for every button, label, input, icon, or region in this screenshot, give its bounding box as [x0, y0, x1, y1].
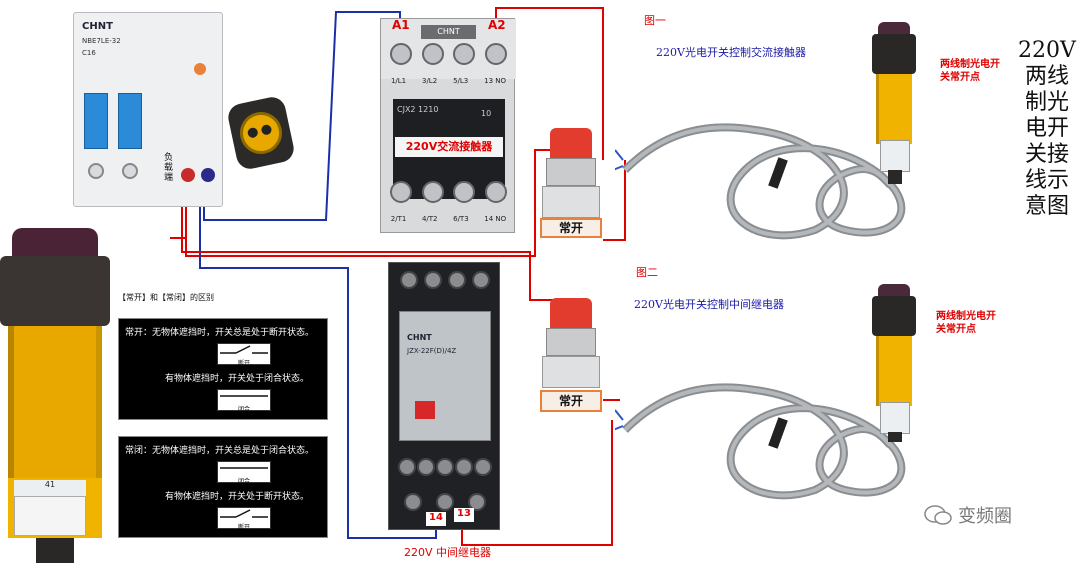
switch-nc-open-icon: 断开 [217, 507, 271, 531]
contactor-model: CJX2 1210 [397, 105, 439, 114]
photoelectric-sensor-1 [872, 22, 916, 184]
legend-no-line2: 有物体遮挡时，开关处于闭合状态。 [165, 374, 310, 384]
push-button-1[interactable]: 常开 [540, 128, 602, 243]
red-wire-relay [181, 175, 555, 301]
switch-nc-closed-caption: 闭合 [237, 478, 250, 485]
breaker-screw-1 [88, 163, 104, 179]
terminal-6-t3: 6/T3 [453, 215, 469, 223]
legend-nc-line2: 有物体遮挡时，开关处于断开状态。 [165, 492, 310, 502]
figure-1-caption: 220V光电开关控制交流接触器 [656, 46, 806, 59]
legend-title: 【常开】和【常闭】的区别 [118, 293, 214, 302]
main-title: 220V两线制光电开关接线示意图 [1018, 38, 1076, 219]
test-button-icon[interactable] [194, 63, 206, 75]
contactor-top-terminals [385, 43, 512, 73]
blue-wire-contactor [203, 11, 401, 221]
relay-terminal-13: 13 [454, 508, 474, 522]
terminal-5-l3: 5/L3 [453, 77, 469, 85]
breaker-screw-4 [201, 168, 215, 182]
terminal-a2-label: A2 [488, 18, 506, 32]
intermediate-relay: CHNT JZX-22F(D)/4Z [388, 262, 500, 530]
contactor-label: 220V交流接触器 [395, 137, 503, 157]
breaker-toggle-left[interactable] [84, 93, 108, 149]
legend-normally-open-box: 常开：无物体遮挡时，开关总是处于断开状态。 断开 有物体遮挡时，开关处于闭合状态… [118, 318, 328, 420]
terminal-4-t2: 4/T2 [421, 215, 438, 223]
relay-terminal-14: 14 [426, 512, 446, 526]
sensor-cable-2 [615, 383, 906, 500]
legend-no-line1: 常开：无物体遮挡时，开关总是处于断开状态。 [125, 328, 315, 338]
wechat-icon [924, 505, 952, 525]
load-terminal-label: 负载端 [164, 153, 174, 183]
legend-normally-closed-box: 常闭：无物体遮挡时，开关总是处于闭合状态。 闭合 有物体遮挡时，开关处于断开状态… [118, 436, 328, 538]
switch-nc-closed-icon: 闭合 [217, 461, 271, 485]
button-1-label: 常开 [540, 218, 602, 238]
breaker-toggle-right[interactable] [118, 93, 142, 149]
relay-brand: CHNT [407, 333, 432, 342]
button-2-label: 常开 [540, 390, 602, 412]
switch-nc-open-caption: 断开 [237, 524, 250, 531]
contactor-side-num: 10 [481, 109, 492, 118]
sensor-2-label: 两线制光电开关常开点 [936, 311, 996, 335]
figure-1-label: 图一 [644, 14, 666, 27]
big-sensor-number: 41 [14, 480, 86, 496]
figure-2-label: 图二 [636, 266, 658, 279]
legend-nc-line1: 常闭：无物体遮挡时，开关总是处于闭合状态。 [125, 446, 315, 456]
breaker-screw-3 [181, 168, 195, 182]
push-button-2[interactable]: 常开 [540, 298, 602, 416]
large-photoelectric-sensor: 41 [0, 228, 110, 563]
sensor-1-label: 两线制光电开关常开点 [940, 59, 1000, 83]
watermark-text: 变频圈 [958, 506, 1012, 527]
terminal-a1-label: A1 [392, 18, 410, 32]
relay-model: JZX-22F(D)/4Z [407, 347, 457, 355]
terminal-2-t1: 2/T1 [390, 215, 407, 223]
switch-closed-caption: 闭合 [237, 406, 250, 413]
breaker-model: NBE7LE-32 [82, 37, 121, 45]
red-wire-button1 [185, 149, 565, 257]
breaker-screw-2 [122, 163, 138, 179]
figure-2-caption: 220V光电开关控制中间继电器 [634, 298, 784, 311]
sensor-cable-1 [615, 123, 906, 240]
terminal-1-l1: 1/L1 [390, 77, 407, 85]
contactor-bottom-terminals [385, 181, 512, 211]
contactor-brand: CHNT [421, 25, 476, 39]
terminal-3-l2: 3/L2 [422, 77, 438, 85]
red-wire-sensor1 [603, 160, 626, 241]
watermark: 变频圈 [924, 502, 1012, 528]
red-wire-relay13 [461, 420, 613, 546]
switch-open-icon: 断开 [217, 343, 271, 367]
relay-caption: 220V 中间继电器 [404, 546, 492, 559]
ac-contactor: CHNT 1/L1 3/L2 5/L3 13 NO CJX2 1210 10 2… [380, 18, 516, 233]
breaker-brand: CHNT [82, 21, 113, 32]
switch-closed-icon: 闭合 [217, 389, 271, 413]
terminal-14-no: 14 NO [484, 215, 507, 223]
circuit-breaker: CHNT NBE7LE-32 C16 负载端 [73, 12, 223, 207]
terminal-13-no: 13 NO [484, 77, 507, 85]
switch-open-caption: 断开 [237, 360, 250, 367]
photoelectric-sensor-2 [872, 284, 916, 442]
breaker-rating: C16 [82, 49, 96, 57]
